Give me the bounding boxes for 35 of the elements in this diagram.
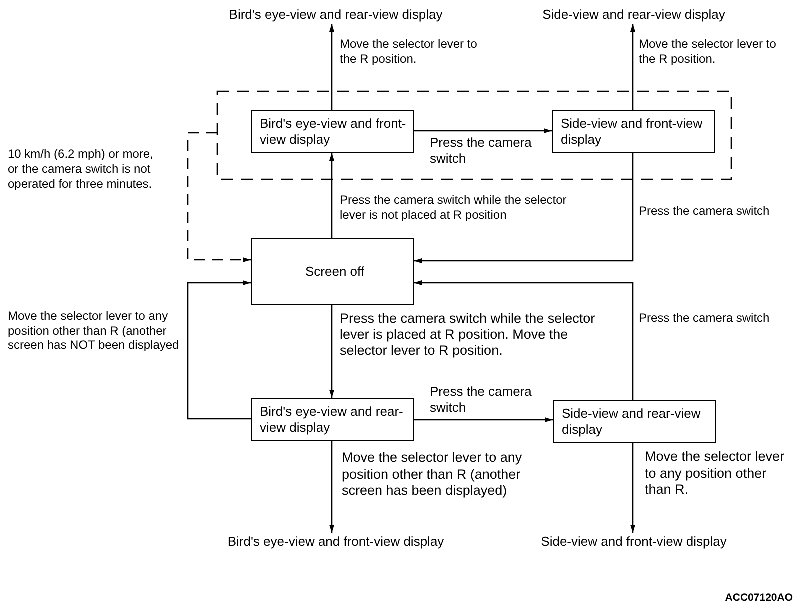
edge-label: Press the camera switch while the selector lever is placed at R position. Move the selector lever to R position. — [340, 311, 596, 359]
edge-label: Press the camera switch — [430, 135, 533, 167]
arrow — [414, 153, 634, 264]
arrow — [330, 441, 334, 533]
edge-label: Move the selector lever to any position other than R. — [645, 449, 786, 498]
display-mode-text: Side-view and rear-view display — [542, 6, 726, 24]
edge-label: Move the selector lever to any position other than R (another screen has been displayed) — [342, 450, 524, 500]
dashed-arrow — [187, 132, 251, 262]
edge-label: Move the selector lever to the R position. — [639, 37, 778, 67]
edge-label: Press the camera switch — [639, 311, 771, 326]
edge-label: Press the camera switch — [639, 204, 771, 219]
arrow — [630, 24, 636, 110]
edge-label: Move the selector lever to the R position. — [340, 37, 478, 67]
edge-label: Press the camera switch while the selector lever is not placed at R position — [340, 193, 568, 223]
edge-label: 10 km/h (6.2 mph) or more, or the camera switch is not operated for three minutes. — [8, 147, 154, 192]
arrow — [414, 128, 552, 134]
dashed-group-frame — [217, 91, 732, 180]
display-mode-text: Side-view and front-view display — [541, 533, 727, 551]
display-mode-text: Bird's eye-view and front-view display — [228, 533, 444, 551]
state-box: Bird's eye-view and front-view display — [251, 110, 414, 153]
edge-label: Press the camera switch — [430, 384, 533, 416]
arrow — [630, 443, 636, 533]
arrow — [187, 280, 251, 420]
state-box: Screen off — [251, 238, 414, 305]
arrow — [330, 24, 334, 110]
arrow — [330, 305, 334, 398]
arrow — [414, 280, 634, 400]
state-box: Bird's eye-view and rear-view display — [251, 398, 414, 441]
state-box: Side-view and rear-view display — [553, 400, 716, 443]
arrow — [330, 153, 334, 238]
figure-code: ACC07120AO — [725, 592, 793, 605]
arrow — [414, 418, 553, 422]
state-box: Side-view and front-view display — [552, 110, 715, 153]
edge-label: Move the selector lever to any position other than R (another screen has NOT been displayed — [8, 309, 180, 352]
display-mode-text: Bird's eye-view and rear-view display — [229, 6, 443, 24]
